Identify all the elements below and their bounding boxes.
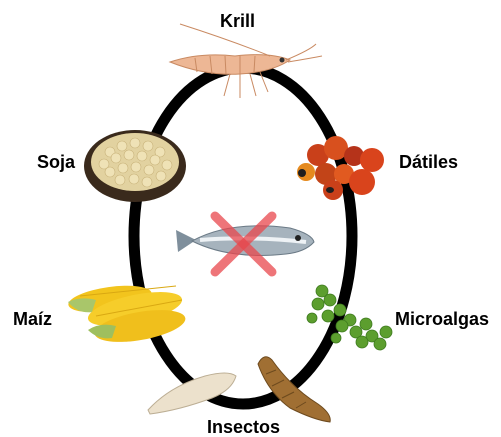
label-soja: Soja — [37, 153, 75, 171]
label-krill: Krill — [220, 12, 255, 30]
corn-icon — [67, 281, 188, 348]
label-insectos: Insectos — [207, 418, 280, 436]
label-maiz: Maíz — [13, 310, 52, 328]
soy-bowl-icon — [84, 130, 186, 202]
label-datiles: Dátiles — [399, 153, 458, 171]
fish-crossed-out-icon — [176, 216, 314, 272]
palm-dates-icon — [297, 136, 384, 200]
label-microalgas: Microalgas — [395, 310, 489, 328]
